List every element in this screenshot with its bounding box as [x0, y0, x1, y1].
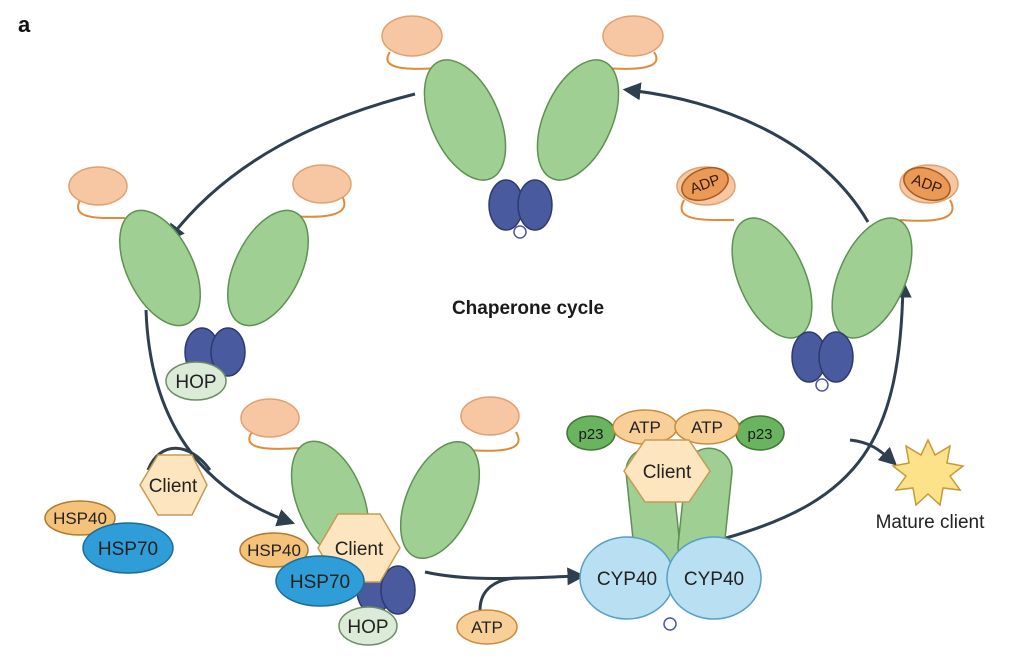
mature-client-label: Mature client — [876, 512, 985, 533]
cycle-title: Chaperone cycle — [452, 298, 604, 319]
hsp70-label: HSP70 — [290, 572, 350, 593]
hsp70-protein — [82, 522, 174, 574]
atp-label: ATP — [691, 418, 723, 437]
arrow-top-to-left — [166, 92, 416, 243]
arrow-bottom-to-right — [424, 567, 586, 586]
hsp40-protein — [239, 532, 309, 568]
hsp90-dimer-left-with-hop: HOP — [68, 164, 352, 401]
cyp40-protein — [666, 536, 762, 620]
cyp40-label: CYP40 — [684, 569, 744, 590]
hsp40-label: HSP40 — [53, 509, 107, 528]
atp-label: ATP — [629, 418, 661, 437]
arrow-release-mature-client — [849, 438, 897, 466]
client-hexagon — [139, 454, 208, 516]
client-label: Client — [335, 539, 384, 560]
panel-label: a — [18, 12, 31, 37]
cyp40-label: CYP40 — [597, 569, 657, 590]
client-hsp70-hsp40-complex: Client HSP40 HSP70 — [44, 454, 208, 574]
atp-molecule — [456, 609, 518, 645]
p23-label: p23 — [578, 426, 603, 443]
hsp70-label: HSP70 — [98, 539, 158, 560]
hsp90-dimer-right-adp: ADP ADP — [676, 164, 959, 392]
client-label: Client — [643, 462, 692, 483]
arrow-adp-to-top — [622, 82, 870, 223]
arrow-client-loading — [146, 446, 212, 471]
hsp90-dimer-top — [381, 15, 664, 239]
c-terminal-domain — [380, 565, 416, 615]
hop-protein — [338, 606, 398, 646]
cycle-arrows — [144, 82, 912, 611]
free-atp: ATP — [456, 609, 518, 645]
middle-domain — [399, 441, 481, 559]
n-terminal-domain — [240, 398, 300, 438]
n-terminal-domain — [602, 15, 664, 57]
arrow-left-to-bottom — [144, 309, 296, 527]
star-icon — [891, 438, 965, 507]
client-hexagon — [623, 439, 711, 503]
n-terminal-domain — [292, 164, 352, 204]
c-terminal-domain — [517, 179, 553, 231]
hsp90-closed-client-complex: p23 p23 ATP ATP Client CYP40 CYP40 — [566, 409, 785, 631]
client-label: Client — [149, 476, 198, 497]
middle-domain — [119, 209, 201, 327]
n-terminal-domain — [460, 396, 520, 436]
atp-molecule — [674, 409, 740, 445]
hop-label: HOP — [175, 372, 216, 393]
adp-molecule — [681, 166, 729, 202]
middle-domain — [731, 217, 813, 339]
c-terminal-domain — [210, 327, 246, 377]
arrow-right-to-adp — [725, 279, 912, 540]
adp-molecule — [903, 166, 951, 202]
hop-protein — [165, 361, 227, 401]
hsp90-client-loading-complex: Client HSP40 HSP70 HOP — [239, 396, 520, 646]
middle-domain — [831, 217, 913, 339]
c-terminal-domain — [818, 331, 854, 383]
hop-label: HOP — [347, 617, 388, 638]
n-terminal-domain — [68, 166, 128, 206]
hsp70-protein — [275, 555, 365, 607]
arrow-atp-binding — [478, 576, 521, 611]
hsp40-protein — [44, 500, 116, 536]
middle-domain — [536, 59, 620, 181]
atp-label: ATP — [471, 618, 503, 637]
middle-domain — [227, 209, 309, 327]
mature-client: Mature client — [876, 438, 985, 533]
p23-label: p23 — [747, 426, 772, 443]
middle-domain — [423, 59, 507, 181]
hsp40-label: HSP40 — [247, 541, 301, 560]
n-terminal-domain — [381, 15, 443, 57]
